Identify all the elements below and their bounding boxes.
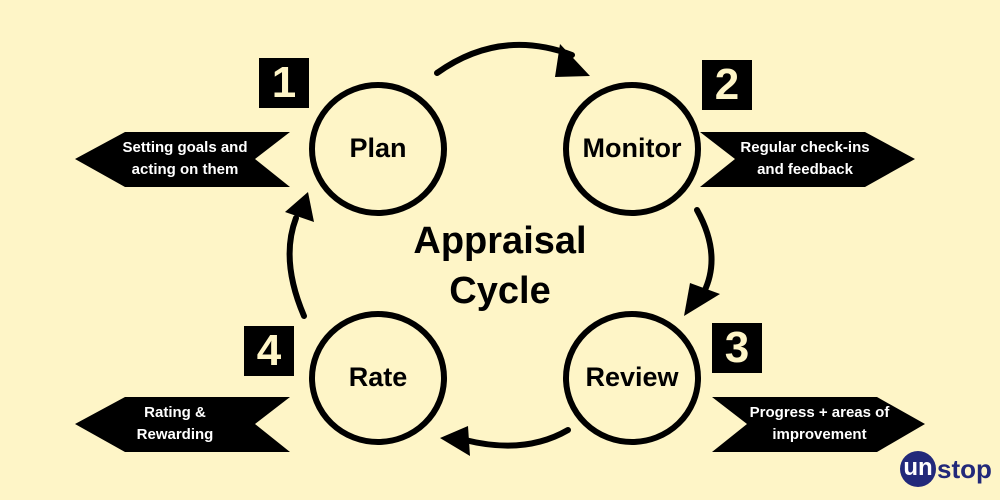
stage-label-monitor: Monitor xyxy=(582,133,682,163)
callout-review-line-2: improvement xyxy=(772,426,867,443)
cycle-arrow-head-top xyxy=(555,44,590,77)
brand-logo: un stop xyxy=(900,451,992,487)
callout-plan-line-2: acting on them xyxy=(131,161,239,178)
stage-label-plan: Plan xyxy=(349,133,407,163)
stage-number-badge-1: 1 xyxy=(259,58,309,108)
brand-logo-mark: un xyxy=(900,451,936,487)
callout-text-plan: Setting goals and acting on them xyxy=(100,137,270,181)
cycle-arrow-rate-to-plan xyxy=(286,215,307,319)
stage-number-badge-2: 2 xyxy=(702,60,752,110)
cycle-arrow-head-right xyxy=(684,283,720,316)
callout-review-line-1: Progress + areas of xyxy=(749,404,890,421)
stage-number-badge-4: 4 xyxy=(244,326,294,376)
callout-text-rate: Rating & Rewarding xyxy=(100,402,250,446)
callout-banner-rate xyxy=(75,397,290,452)
title-line-1: Appraisal xyxy=(413,220,587,262)
callout-plan-line-1: Setting goals and xyxy=(122,139,248,156)
callout-monitor-line-1: Regular check-ins xyxy=(740,139,870,156)
callout-banner-review xyxy=(712,397,925,452)
callout-rate-line-1: Rating & xyxy=(144,404,206,421)
cycle-arrow-head-left xyxy=(285,192,314,222)
stage-circle-monitor xyxy=(563,82,701,216)
stage-label-review: Review xyxy=(585,362,679,392)
diagram-title: Appraisal Cycle xyxy=(380,216,620,316)
title-line-2: Cycle xyxy=(449,270,551,312)
callout-text-review: Progress + areas of improvement xyxy=(732,402,907,446)
stage-number-badge-3: 3 xyxy=(712,323,762,373)
cycle-arrow-head-bottom xyxy=(440,426,470,456)
stage-label-rate: Rate xyxy=(348,362,408,392)
stage-circle-plan xyxy=(309,82,447,216)
callout-banner-plan xyxy=(75,132,290,187)
cycle-arrow-plan-to-monitor xyxy=(434,41,575,76)
callout-text-monitor: Regular check-ins and feedback xyxy=(720,137,890,181)
stage-circle-rate xyxy=(309,311,447,445)
callout-monitor-line-2: and feedback xyxy=(757,161,853,178)
brand-logo-text: stop xyxy=(937,453,992,484)
stage-circle-review xyxy=(563,311,701,445)
cycle-arrow-monitor-to-review xyxy=(694,207,715,295)
callout-rate-line-2: Rewarding xyxy=(136,426,214,443)
callout-banner-monitor xyxy=(700,132,915,187)
cycle-arrow-review-to-rate xyxy=(462,427,571,449)
